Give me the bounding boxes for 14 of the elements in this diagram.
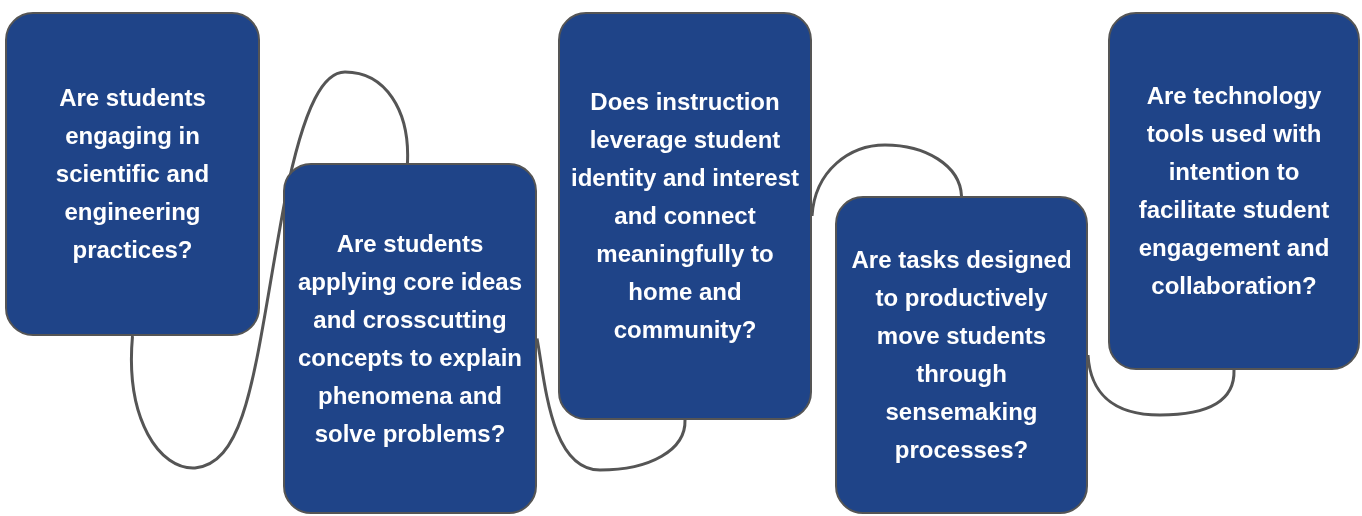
question-text: Are tasks designed to productively move students through sensemaking processes?: [850, 245, 1073, 465]
connector-curve: [810, 143, 963, 217]
question-text: Are students engaging in scientific and engineering practices?: [54, 83, 211, 265]
question-text: Are technology tools used with intention to facilitate student engagement and collaboration?: [1137, 81, 1331, 301]
question-box: [835, 196, 1088, 514]
question-text: Are students applying core ideas and crosscutting concepts to explain phenomena and solve problems?: [296, 228, 524, 449]
question-box: [558, 12, 812, 420]
question-box: [283, 163, 537, 514]
connector-curve: [535, 338, 687, 472]
question-box: [1108, 12, 1360, 370]
question-text: Does instruction leverage student identity and interest and connect meaningfully to home and community?: [569, 87, 800, 345]
connector-curve: [130, 70, 409, 470]
connector-curve: [1086, 354, 1236, 417]
question-box: [5, 12, 260, 336]
